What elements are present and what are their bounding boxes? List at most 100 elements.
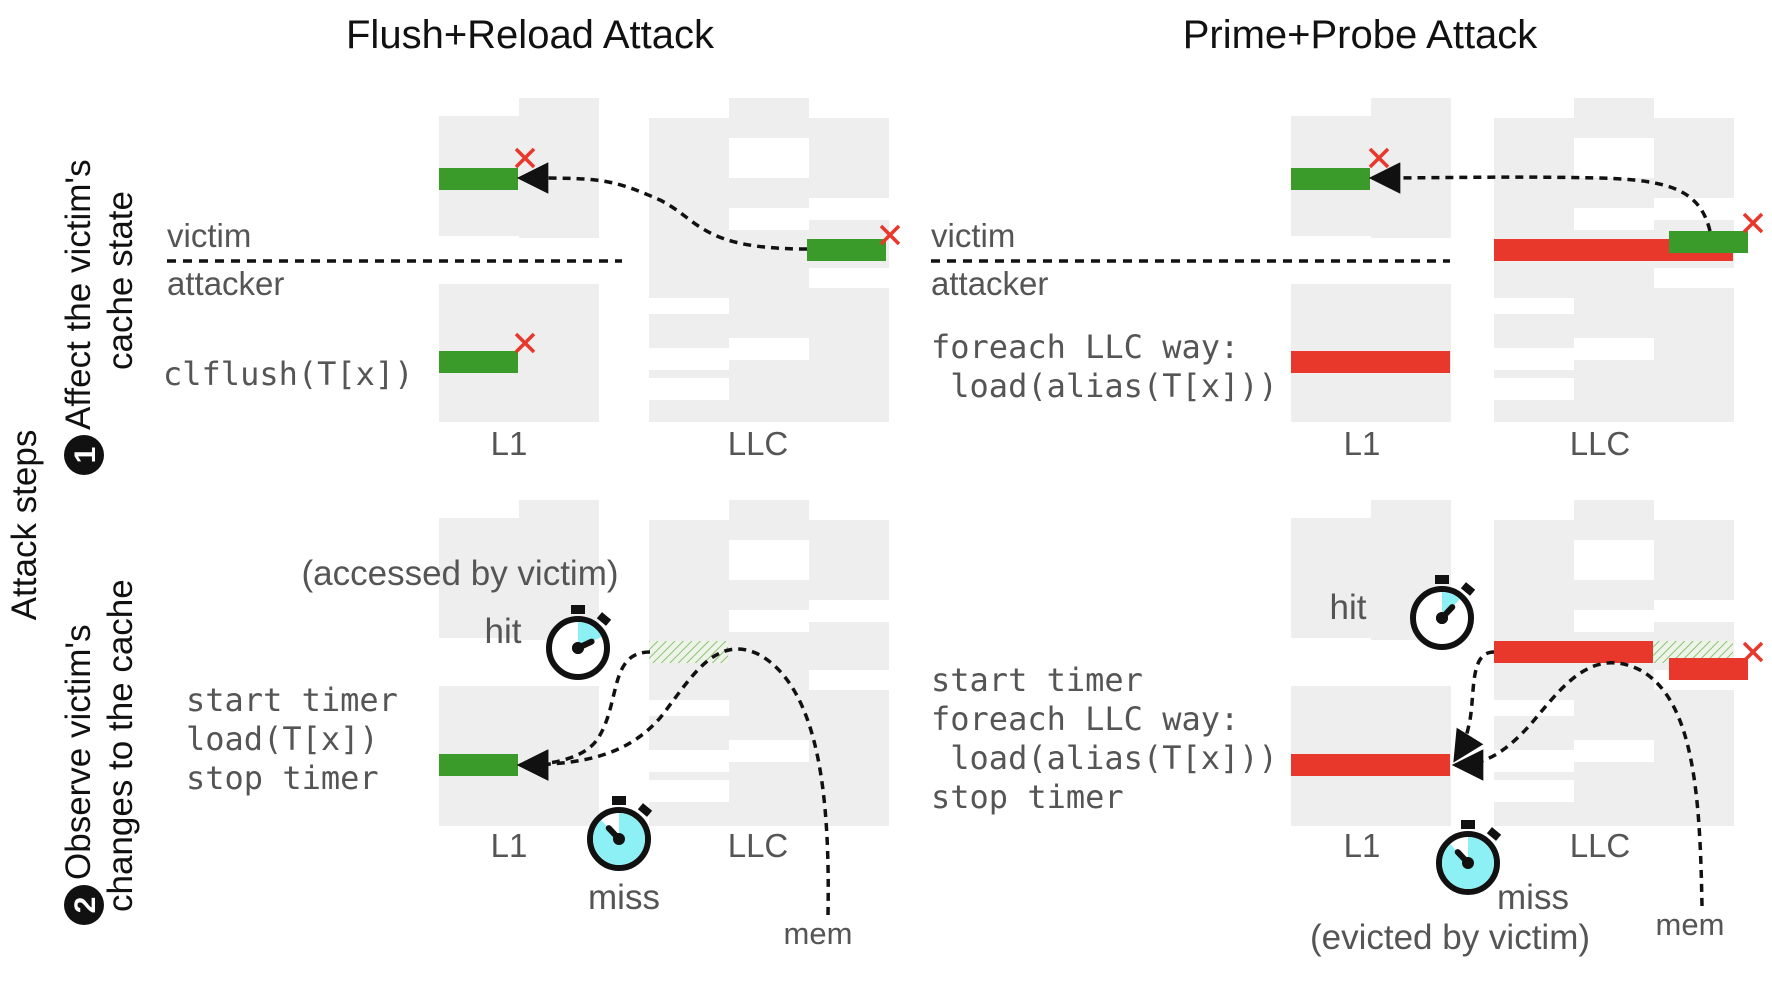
accessed-by-victim-label: (accessed by victim) [301, 554, 618, 593]
code-line: start timer [186, 681, 398, 719]
prime-probe-step1: victim attacker foreach LLC way: load(al… [931, 147, 1764, 462]
cache-gap [649, 750, 729, 772]
cache-gap [1654, 268, 1734, 288]
flush-reload-step2: (accessed by victim) hit start timer loa… [186, 554, 852, 951]
miss-label-pp: miss [1497, 878, 1569, 917]
step2-text-line1: Observe victim's [59, 624, 98, 880]
hit-label-pp: hit [1330, 588, 1367, 627]
cache-gap [1574, 540, 1654, 580]
llc-label: LLC [1570, 425, 1631, 462]
flush-reload-step1: victim attacker clflush(T[x]) L1 LLC [163, 147, 901, 462]
code-line: load(alias(T[x])) [931, 367, 1278, 405]
evicted-victim-line-llc-pp [1669, 231, 1748, 253]
cache-gap [1574, 740, 1654, 762]
miss-label-fr: miss [588, 878, 660, 917]
cache-gap [1494, 750, 1574, 772]
cache-gap [1574, 338, 1654, 360]
stopwatch-icon [590, 796, 652, 868]
cross-icon [1742, 212, 1764, 234]
cross-icon [879, 224, 901, 246]
l1-way [519, 98, 599, 238]
cache-gap [649, 348, 729, 370]
victim-line-l1-fr [439, 168, 518, 190]
cache-gap [1574, 138, 1654, 178]
llc-way [1494, 118, 1574, 422]
cross-icon [1742, 641, 1764, 663]
probe-lines-llc-pp [1494, 641, 1653, 663]
code-line: start timer [931, 661, 1143, 699]
code-line: foreach LLC way: [931, 700, 1239, 738]
mem-label-pp: mem [1656, 907, 1725, 942]
llc-label: LLC [728, 425, 789, 462]
step1-text-line2: cache state [101, 191, 140, 370]
cache-gap [649, 378, 729, 400]
cache-gap [649, 298, 729, 314]
code-pp-step2: start timer foreach LLC way: load(alias(… [931, 661, 1278, 816]
cache-gap [729, 610, 809, 632]
probe-line-l1-pp [1291, 754, 1450, 776]
attacker-label-fr: attacker [167, 265, 284, 302]
side-labels: Attack steps 1 Affect the victim's cache… [5, 159, 140, 925]
step2-text-line2: changes to the cache [101, 579, 140, 912]
cache-gap [649, 780, 729, 802]
step2-badge [64, 885, 104, 925]
stopwatch-icon [549, 605, 611, 677]
cache-gap [1654, 600, 1734, 622]
victim-access-llc-pp [1653, 641, 1733, 663]
prime-probe-step2: hit start timer foreach LLC way: load(al… [931, 575, 1764, 957]
miss-arrow-pp [1451, 661, 1704, 907]
step2-number: 2 [69, 897, 102, 914]
l1-way [1291, 518, 1371, 638]
l1-label: L1 [491, 425, 528, 462]
hit-arrow-fr [516, 650, 651, 781]
code-clflush: clflush(T[x]) [163, 355, 413, 393]
attacker-label-pp: attacker [931, 265, 1048, 302]
cache-gap [729, 208, 809, 230]
step1-text-line1: Affect the victim's [59, 159, 98, 430]
cache-gap [649, 700, 729, 716]
l1-label: L1 [491, 827, 528, 864]
flush-propagation-arrow [516, 162, 808, 251]
llc-label: LLC [728, 827, 789, 864]
cache-gap [729, 338, 809, 360]
cache-gap [809, 198, 889, 220]
cache-gap [809, 670, 889, 690]
cache-gap [729, 138, 809, 178]
llc-way [649, 118, 729, 422]
l1-way [519, 500, 599, 640]
timer-elapsed-fill [578, 622, 602, 648]
attack-steps-label: Attack steps [5, 430, 44, 621]
title-flush-reload: Flush+Reload Attack [346, 13, 715, 57]
code-line: load(alias(T[x])) [931, 739, 1278, 777]
l1-label: L1 [1344, 425, 1381, 462]
cache-gap [1494, 298, 1574, 314]
cache-gap [1494, 378, 1574, 400]
l1-label: L1 [1344, 827, 1381, 864]
cache-gap [1494, 700, 1574, 716]
title-prime-probe: Prime+Probe Attack [1183, 13, 1539, 57]
cache-gap [729, 540, 809, 580]
stopwatch-icon [1439, 820, 1501, 892]
evicted-line-llc-pp [1669, 658, 1748, 680]
accessed-line-llc-fr [649, 641, 728, 663]
l1-way [439, 518, 519, 638]
code-line: foreach LLC way: [931, 328, 1239, 366]
flushed-line-l1-fr [439, 351, 518, 373]
cache-gap [729, 740, 809, 762]
victim-line-llc-fr [807, 239, 886, 261]
miss-arrow-fr [516, 647, 830, 916]
victim-label-fr: victim [167, 217, 251, 254]
code-pp-step1: foreach LLC way: load(alias(T[x])) [931, 328, 1278, 405]
llc-way [1494, 520, 1574, 826]
prime-line-l1-pp [1291, 351, 1450, 373]
reloaded-line-l1-fr [439, 754, 518, 776]
hit-arrow-pp [1453, 650, 1495, 763]
victim-line-l1-pp [1291, 168, 1370, 190]
timer-hub [613, 833, 625, 845]
code-line: load(T[x]) [186, 720, 379, 758]
victim-label-pp: victim [931, 217, 1015, 254]
stopwatch-icon [1413, 575, 1475, 647]
step1-number: 1 [69, 447, 102, 464]
cache-gap [1494, 780, 1574, 802]
code-line: stop timer [186, 759, 379, 797]
